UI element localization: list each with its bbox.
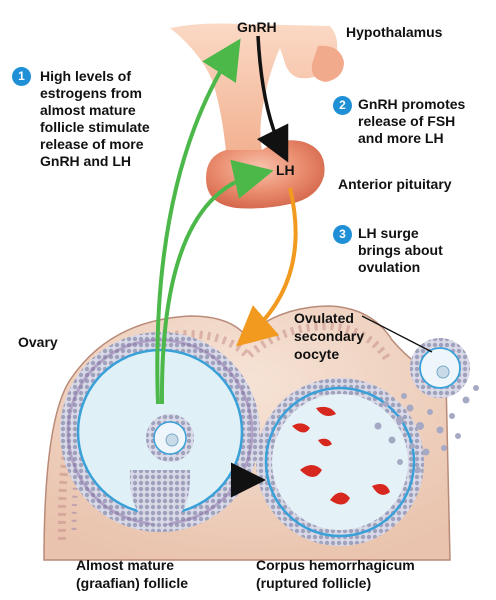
corpus-caption-line: Corpus hemorrhagicum [256, 557, 415, 573]
lh-label: LH [276, 162, 295, 178]
step-3-line: LH surge [358, 225, 419, 241]
estrogen-to-gnrh-arrow [155, 38, 241, 405]
gnrh-label: GnRH [237, 19, 277, 35]
gnrh-to-lh-arrow [256, 35, 289, 163]
step-1-line: release of more [40, 136, 144, 152]
released-granulosa-cells [374, 385, 479, 473]
oocyte-label-line-1: Ovulated [294, 310, 354, 326]
step-2-line: release of FSH [358, 113, 456, 129]
step-2-badge: 2 [333, 96, 352, 115]
step-1-line: estrogens from [40, 85, 142, 101]
anterior-pituitary-label: Anterior pituitary [338, 176, 452, 192]
corpus-caption-line: (ruptured follicle) [256, 575, 372, 591]
graafian-caption-line: (graafian) follicle [76, 575, 189, 591]
step-1-text: High levels of estrogens from almost mat… [40, 68, 150, 170]
step-2-line: GnRH promotes [358, 96, 466, 112]
corpus-hemorrhagicum [256, 378, 424, 546]
hypothalamus-label: Hypothalamus [346, 24, 443, 40]
graafian-caption-line: Almost mature [76, 557, 175, 573]
step-3-text: LH surge brings about ovulation [358, 225, 443, 276]
step-3-line: ovulation [358, 259, 421, 275]
oocyte-pointer-line [361, 315, 433, 353]
step-3-badge: 3 [333, 225, 352, 244]
anterior-pituitary-illustration [206, 140, 325, 209]
oocyte-label-line-3: oocyte [294, 346, 340, 362]
step-3-line: brings about [358, 242, 443, 258]
step-2-text: GnRH promotes release of FSH and more LH [358, 96, 465, 147]
step-1-line: almost mature [40, 102, 136, 118]
step-2-line: and more LH [358, 130, 444, 146]
corpus-hemorrhagicum-caption: Corpus hemorrhagicum (ruptured follicle) [256, 556, 415, 592]
step-1-line: High levels of [40, 68, 132, 84]
step-1-line: follicle stimulate [40, 119, 150, 135]
step-1-badge: 1 [12, 67, 31, 86]
graafian-follicle [60, 332, 260, 532]
oocyte-label-line-2: secondary [294, 328, 365, 344]
ovary-label: Ovary [18, 334, 58, 350]
ovulated-oocyte [410, 338, 470, 398]
graafian-follicle-caption: Almost mature (graafian) follicle [76, 556, 188, 592]
step-1-line: GnRH and LH [40, 153, 131, 169]
estrogen-to-lh-arrow [159, 159, 274, 405]
lh-surge-arrow [235, 187, 298, 347]
